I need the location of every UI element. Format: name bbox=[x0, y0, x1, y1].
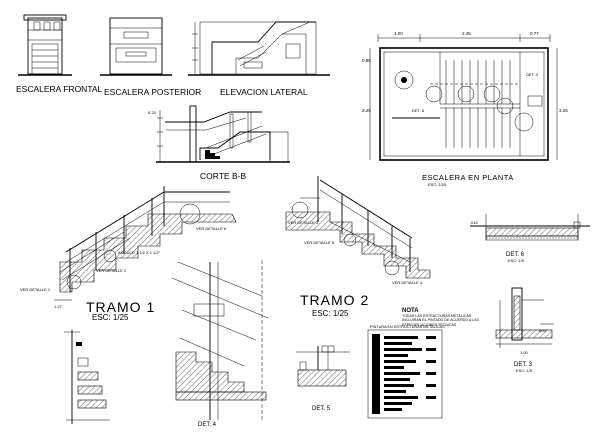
posterior-label: ESCALERA POSTERIOR bbox=[104, 87, 201, 97]
svg-text:ESC: 1/5: ESC: 1/5 bbox=[508, 258, 525, 263]
detail-4 bbox=[64, 330, 110, 424]
lateral-label: ELEVACION LATERAL bbox=[220, 87, 308, 97]
svg-text:DET. 3: DET. 3 bbox=[526, 72, 539, 77]
frontal-label: ESCALERA FRONTAL bbox=[16, 84, 103, 94]
view-posterior: ESCALERA POSTERIOR bbox=[100, 17, 201, 97]
svg-text:ESC: 1/25: ESC: 1/25 bbox=[428, 182, 447, 187]
detail-3: .005 1.00 DET. 3 ESC: 1/5 bbox=[495, 287, 554, 373]
det5-label: DET. 5 bbox=[312, 406, 331, 412]
svg-text:1.00: 1.00 bbox=[520, 350, 529, 355]
view-planta: 1.00 2.45 0.77 0.85 3.25 3.25 bbox=[362, 31, 568, 187]
view-tramo1: 1.27 VER DETALLE 6 ANGULO 1 1/2 X 1 1/2"… bbox=[20, 186, 237, 322]
view-lateral: ELEVACION LATERAL bbox=[188, 21, 330, 97]
corte-label: CORTE B-B bbox=[200, 171, 246, 181]
view-tramo2: VER DETALLE 3 VER DETALLE 5 VER DETALLE … bbox=[285, 176, 431, 318]
svg-text:VER DETALLE 1: VER DETALLE 1 bbox=[20, 287, 51, 292]
note-title: NOTA bbox=[402, 308, 419, 314]
tramo1-scale: ESC: 1/25 bbox=[92, 313, 129, 322]
svg-text:VER DETALLE 6: VER DETALLE 6 bbox=[196, 226, 227, 231]
paint-table: PINTURA EN ESTRUCTURAS METALICAS bbox=[367, 325, 445, 419]
view-corte: 0.25 CORTE B-B bbox=[148, 105, 290, 181]
svg-text:0.85: 0.85 bbox=[362, 58, 371, 63]
svg-text:DET. 8: DET. 8 bbox=[412, 108, 425, 113]
svg-text:DET. 4: DET. 4 bbox=[198, 422, 217, 428]
det3-label: DET. 3 bbox=[514, 362, 533, 368]
tramo2-scale: ESC: 1/25 bbox=[312, 309, 349, 318]
svg-text:1.00: 1.00 bbox=[394, 31, 403, 36]
detail-6: .015 DET. 6 ESC: 1/5 bbox=[470, 214, 590, 263]
svg-text:VER DETALLE 2: VER DETALLE 2 bbox=[96, 268, 127, 273]
svg-text:.005: .005 bbox=[538, 328, 547, 333]
planta-label: ESCALERA EN PLANTA bbox=[422, 173, 514, 182]
tramo1-title: TRAMO 1 bbox=[86, 299, 155, 315]
svg-text:3.25: 3.25 bbox=[559, 108, 568, 113]
svg-text:VER DETALLE 5: VER DETALLE 5 bbox=[304, 240, 335, 245]
svg-text:VER DETALLE 4: VER DETALLE 4 bbox=[392, 280, 423, 285]
svg-text:2.45: 2.45 bbox=[462, 31, 471, 36]
tramo2-title: TRAMO 2 bbox=[300, 292, 369, 308]
svg-text:.015: .015 bbox=[470, 220, 479, 225]
detail-5: DET. 5 bbox=[296, 345, 350, 412]
svg-text:ESC: 1/5: ESC: 1/5 bbox=[516, 368, 533, 373]
det6-label: DET. 6 bbox=[506, 252, 525, 258]
svg-text:1.27: 1.27 bbox=[54, 304, 63, 309]
view-frontal: ESCALERA FRONTAL bbox=[16, 14, 103, 94]
svg-text:ANGULO 1 1/2 X 1 1/2": ANGULO 1 1/2 X 1 1/2" bbox=[118, 250, 161, 255]
detail-center: DET. 4 bbox=[171, 260, 269, 428]
svg-text:0.25: 0.25 bbox=[148, 110, 157, 115]
svg-text:0.77: 0.77 bbox=[530, 31, 539, 36]
table-title: PINTURA EN ESTRUCTURAS METALICAS bbox=[370, 325, 445, 329]
note-text: TODAS LAS ESTRUCTURAS METALICAS INCLUIRA… bbox=[402, 314, 479, 327]
svg-text:3.25: 3.25 bbox=[362, 108, 371, 113]
svg-text:VER DETALLE 3: VER DETALLE 3 bbox=[288, 220, 319, 225]
notes-block: NOTA TODAS LAS ESTRUCTURAS METALICAS INC… bbox=[402, 308, 479, 327]
